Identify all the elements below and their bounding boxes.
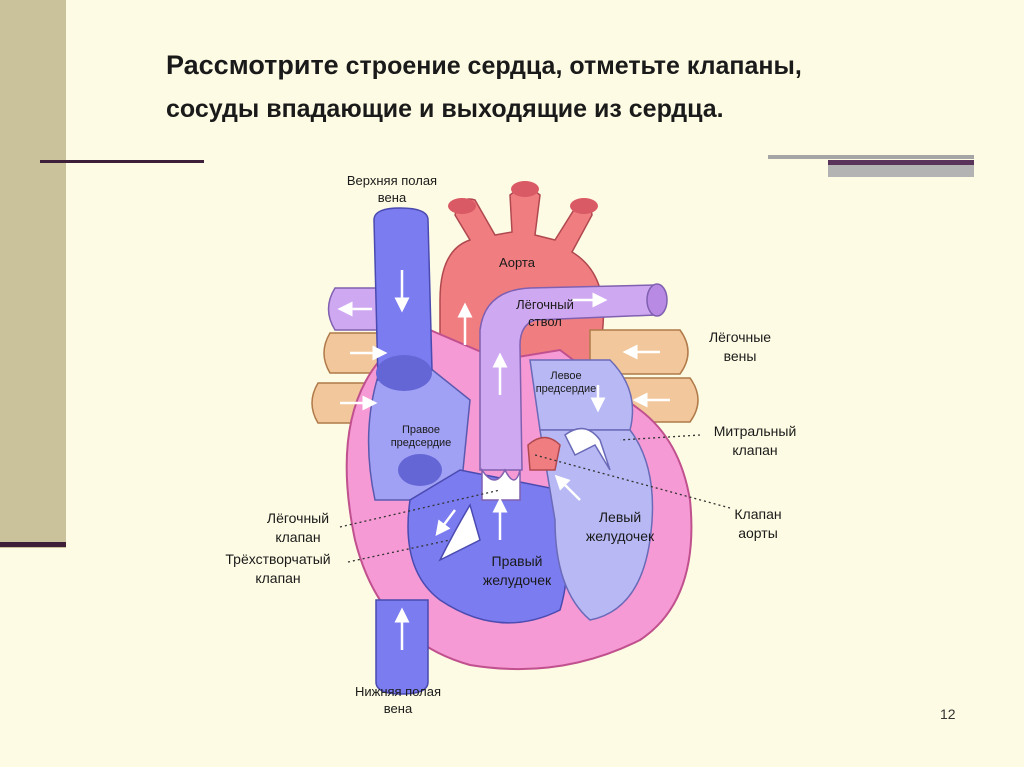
mitral-valve <box>564 427 611 471</box>
pulmonary-trunk-opening <box>646 283 668 317</box>
label-pulmonary-veins: Лёгочные вены <box>708 329 772 364</box>
label-inferior-vena-cava: Нижняя полая вена <box>354 684 442 716</box>
title-lead-word: Рассмотрите <box>166 50 339 80</box>
label-mitral-valve: Митральный клапан <box>713 423 797 458</box>
flow-arrows <box>337 270 670 650</box>
vena-cava-opening <box>376 355 432 391</box>
inferior-vena-cava-opening <box>398 454 442 486</box>
label-pulmonary-trunk: Лёгочный ствол <box>516 297 574 329</box>
tricuspid-valve <box>438 503 481 562</box>
title-line1-rest: строение сердца, отметьте клапаны, <box>338 52 802 80</box>
label-pulmonary-valve: Лёгочный клапан <box>266 510 330 545</box>
label-superior-vena-cava: Верхняя полая вена <box>346 173 438 205</box>
left-decor-rule <box>0 542 66 547</box>
title-line2: сосуды впадающие и выходящие из сердца. <box>166 95 724 123</box>
left-decor-band <box>0 0 66 548</box>
label-aortic-valve: Клапан аорты <box>734 506 782 541</box>
label-right-atrium: Правое предсердие <box>390 424 452 449</box>
page-number: 12 <box>940 706 956 722</box>
label-aorta: Аорта <box>499 255 535 270</box>
label-left-ventricle: Левый желудочек <box>585 509 655 544</box>
label-leaders <box>339 434 731 563</box>
title-underline-right-dark <box>828 160 974 165</box>
slide-title: Рассмотрите строение сердца, отметьте кл… <box>166 44 966 131</box>
label-right-ventricle: Правый желудочек <box>482 553 552 588</box>
aorta-branch-opening <box>511 181 539 197</box>
label-left-atrium: Левое предсердие <box>535 370 597 395</box>
title-underline-right-thin <box>768 155 974 159</box>
title-underline-right-bar <box>828 165 974 177</box>
label-tricuspid-valve: Трёхстворчатый клапан <box>225 551 331 586</box>
aorta-branch-opening <box>448 198 476 214</box>
title-underline-left <box>40 160 204 163</box>
aortic-valve <box>527 436 561 471</box>
aorta-branch-opening <box>570 198 598 214</box>
